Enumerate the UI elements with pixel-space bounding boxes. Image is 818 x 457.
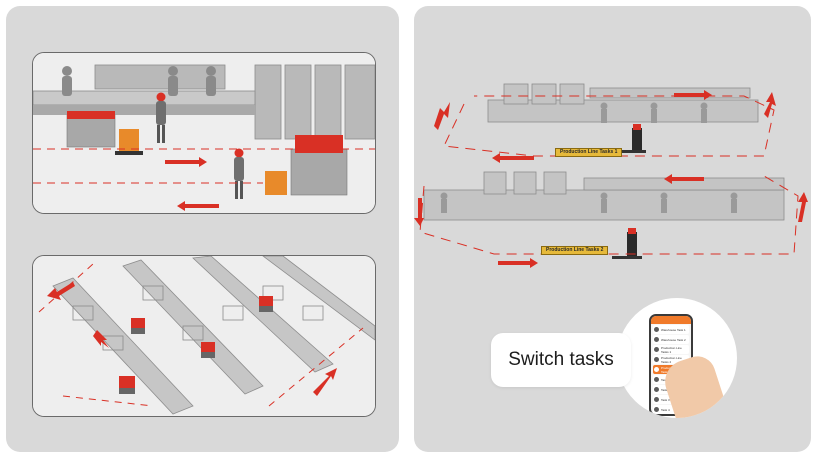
app-header [651, 316, 691, 324]
task-label: Production Line Tasks 2 [661, 355, 682, 364]
task-list-item[interactable]: Production Line Tasks 2 [653, 355, 689, 364]
task-label: Production Line Tasks 1 [661, 345, 682, 354]
task-dot-icon [654, 347, 659, 352]
task-list-item[interactable]: Warehouse Task 1 [653, 325, 689, 334]
task-label: Warehouse Task 1 [661, 327, 686, 332]
task-label: Task 2 [661, 387, 670, 392]
task-label: Task 3 [661, 397, 670, 402]
task-list-item[interactable]: Task 4 [653, 405, 689, 414]
task-list-item[interactable]: Production Line Tasks 1 [653, 345, 689, 354]
production-line-routes-image [414, 83, 808, 268]
task-dot-icon [654, 327, 659, 332]
production-line-1-tag: Production Line Tasks 1 [555, 148, 623, 157]
task-list-item[interactable]: Warehouse Task 2 [653, 335, 689, 344]
task-label: Task 4 [661, 407, 670, 412]
production-line-2-tag: Production Line Tasks 2 [541, 246, 609, 255]
phone-illustration: Warehouse Task 1 Warehouse Task 2 Producti… [617, 298, 737, 418]
right-panel: Production Line Tasks 1 Production Line … [414, 6, 811, 452]
production-lines-scene-image [32, 255, 376, 417]
task-dot-icon [654, 337, 659, 342]
task-dot-icon [654, 377, 659, 382]
switch-tasks-callout: Switch tasks [491, 333, 631, 387]
task-label: Warehouse Task 2 [661, 337, 686, 342]
task-dot-icon [654, 367, 659, 372]
task-dot-icon [654, 387, 659, 392]
task-dot-icon [654, 407, 659, 412]
warehouse-scene-image [32, 52, 376, 214]
task-dot-icon [654, 357, 659, 362]
task-dot-icon [654, 397, 659, 402]
left-panel [6, 6, 399, 452]
